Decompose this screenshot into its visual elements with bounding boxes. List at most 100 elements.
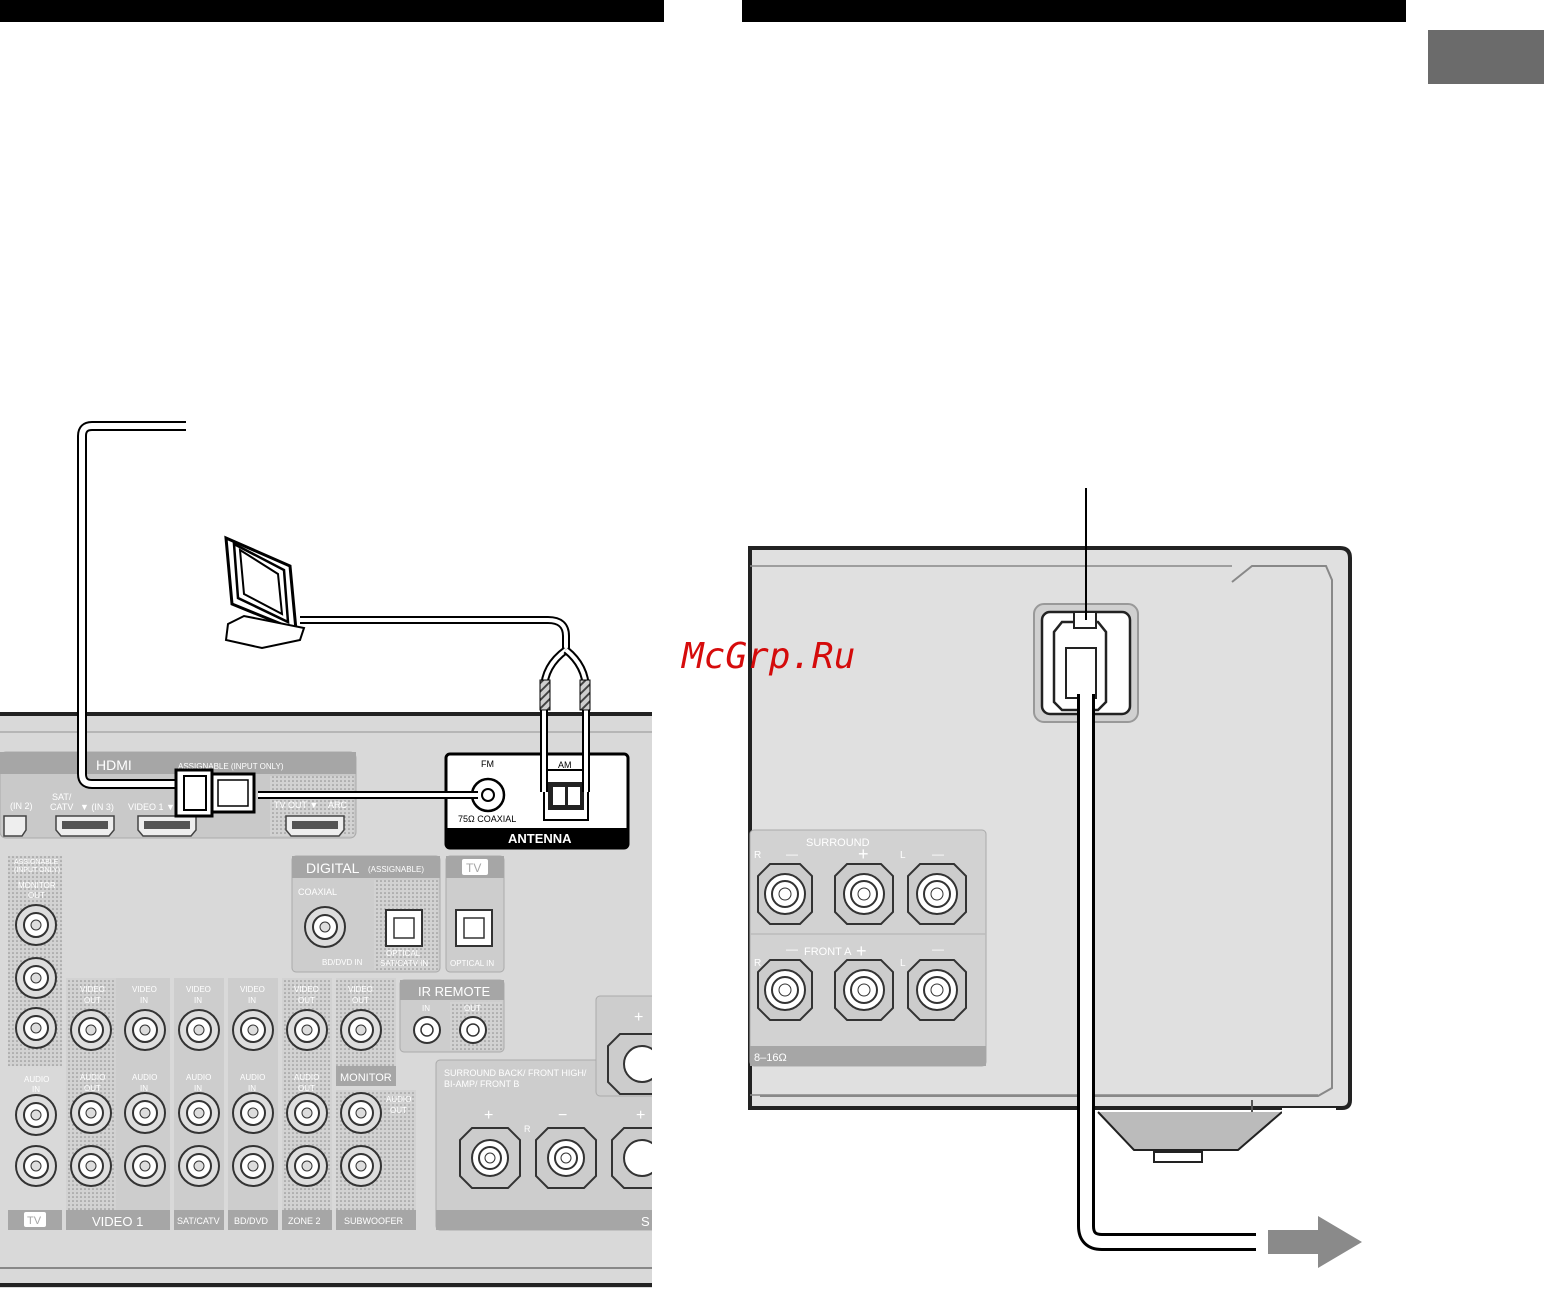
- svg-text:—: —: [786, 942, 798, 956]
- group-video1: VIDEO 1: [92, 1214, 143, 1229]
- front-a-r-terminal[interactable]: [757, 959, 813, 1021]
- front-a-l-minus-terminal[interactable]: [907, 959, 967, 1021]
- assignable-small: ASSIGNABLE(INPUT ONLY): [14, 859, 60, 874]
- surround-s-label: S: [641, 1214, 650, 1229]
- video1-audio-out-jack-1[interactable]: [70, 1092, 112, 1134]
- hdmi-assignable: ASSIGNABLE (INPUT ONLY): [178, 762, 284, 771]
- video1-audio-out-jack-2[interactable]: [70, 1145, 112, 1187]
- svg-text:+: +: [484, 1107, 493, 1124]
- zone2-video-out-jack[interactable]: [286, 1009, 328, 1051]
- ir-out-jack[interactable]: [459, 1016, 487, 1044]
- hdmi-title: HDMI: [96, 757, 132, 773]
- antenna-fm-label: FM: [481, 759, 494, 769]
- video1-audio-in-jack-2[interactable]: [124, 1145, 166, 1187]
- ir-in-jack[interactable]: [413, 1016, 441, 1044]
- hdmi-port-video1[interactable]: [137, 815, 197, 837]
- svg-text:+: +: [634, 1009, 643, 1026]
- fm-wire-antenna: [77, 421, 478, 818]
- svg-text:−: −: [558, 1107, 567, 1124]
- monitor-label: MONITOR: [340, 1072, 392, 1084]
- svg-text:R: R: [754, 958, 761, 969]
- satcatv-audio-in-jack-2[interactable]: [178, 1145, 220, 1187]
- group-zone2: ZONE 2: [288, 1216, 321, 1226]
- hdmi-in3: ▼ (IN 3): [80, 802, 114, 812]
- zone2-audio-out-jack-2[interactable]: [286, 1145, 328, 1187]
- svg-text:+: +: [636, 1107, 645, 1124]
- digital-coaxial-jack[interactable]: [304, 906, 346, 948]
- surround-l-minus-terminal[interactable]: [907, 863, 967, 925]
- group-subwoofer: SUBWOOFER: [344, 1216, 404, 1226]
- ir-remote-title: IR REMOTE: [418, 984, 491, 999]
- video1-audio-in-jack-1[interactable]: [124, 1092, 166, 1134]
- front-a-plus-terminal[interactable]: [834, 959, 894, 1021]
- digital-section: DIGITAL (ASSIGNABLE) COAXIAL BD/DVD IN O…: [291, 855, 505, 973]
- surround-r-minus-terminal[interactable]: [757, 863, 813, 925]
- front-speaker-partial: +: [595, 995, 652, 1097]
- monitor-video-out-jack[interactable]: [340, 1009, 382, 1051]
- svg-text:FRONT A: FRONT A: [804, 946, 852, 958]
- digital-tv-label: TV: [466, 861, 481, 875]
- antenna-am-label: AM: [558, 760, 572, 770]
- video1-video-out-jack[interactable]: [70, 1009, 112, 1051]
- satcatv-video-in-jack[interactable]: [178, 1009, 220, 1051]
- group-bddvd: BD/DVD: [234, 1216, 269, 1226]
- digital-optical-sat-jack[interactable]: [385, 909, 423, 947]
- digital-assignable: (ASSIGNABLE): [368, 865, 424, 874]
- zone2-audio-out-jack-1[interactable]: [286, 1092, 328, 1134]
- monitor-jack-2[interactable]: [15, 957, 57, 999]
- subwoofer-out-jack-2[interactable]: [340, 1145, 382, 1187]
- speaker-terminals-right: SURROUND R — + L — FRONT A R — + L — 8–1…: [749, 829, 987, 1067]
- ac-inlet: [1033, 603, 1139, 723]
- sb-terminal-plus-2[interactable]: [611, 1127, 672, 1189]
- hdmi-port-in2[interactable]: [3, 815, 27, 837]
- antenna-coaxial-label: 75Ω COAXIAL: [458, 814, 516, 824]
- ir-out-label: OUT: [464, 1004, 481, 1013]
- antenna-section: ANTENNA FM 75Ω COAXIAL AM: [444, 752, 630, 850]
- power-cord: [1077, 694, 1256, 1251]
- monitor-jack-3[interactable]: [15, 1007, 57, 1049]
- tv-audio-in-jack-2[interactable]: [15, 1145, 57, 1187]
- hdmi-port-tvout[interactable]: [285, 815, 345, 837]
- hdmi-arc: ARC: [328, 800, 348, 810]
- digital-optical-label: OPTICAL: [386, 949, 421, 958]
- svg-text:—: —: [932, 942, 944, 956]
- tv-audio-in-jack-1[interactable]: [15, 1094, 57, 1136]
- bddvd-audio-in-jack-1[interactable]: [232, 1092, 274, 1134]
- group-tv: TV: [27, 1215, 42, 1227]
- bddvd-audio-in-jack-2[interactable]: [232, 1145, 274, 1187]
- watermark: McGrp.Ru: [680, 636, 855, 677]
- subwoofer-out-jack-1[interactable]: [340, 1092, 382, 1134]
- hdmi-port-in3[interactable]: [55, 815, 115, 837]
- digital-bddvd-in: BD/DVD IN: [322, 958, 363, 967]
- video1-video-in-jack[interactable]: [124, 1009, 166, 1051]
- svg-text:—: —: [932, 847, 944, 861]
- sb-terminal-plus[interactable]: [459, 1127, 521, 1189]
- surround-r-plus-terminal[interactable]: [834, 863, 894, 925]
- digital-title: DIGITAL: [306, 860, 360, 876]
- svg-text:R: R: [754, 850, 761, 861]
- satcatv-audio-in-jack-1[interactable]: [178, 1092, 220, 1134]
- bddvd-video-in-jack[interactable]: [232, 1009, 274, 1051]
- ir-in-label: IN: [422, 1004, 430, 1013]
- monitor-out-jack[interactable]: [15, 904, 57, 946]
- hdmi-tvout: TV OUT ▼: [274, 800, 318, 810]
- digital-optical-tv-jack[interactable]: [455, 909, 493, 947]
- svg-text:+: +: [858, 844, 869, 864]
- header-bar-right: [742, 0, 1406, 22]
- antenna-title: ANTENNA: [508, 831, 572, 846]
- sb-terminal-minus[interactable]: [535, 1127, 597, 1189]
